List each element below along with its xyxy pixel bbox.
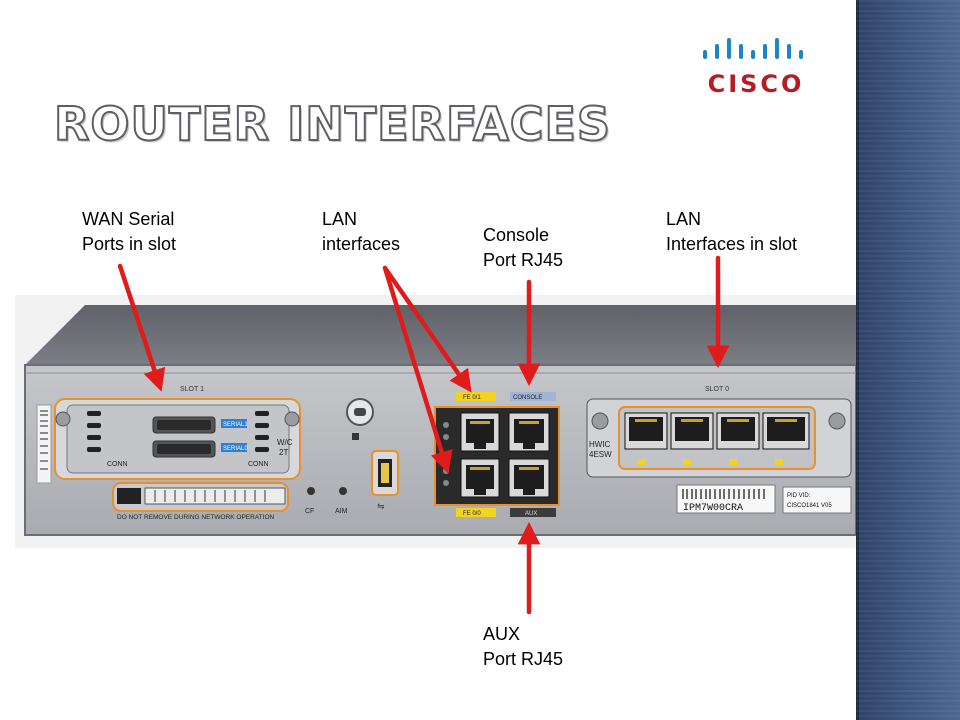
- aux-port-label: AUX: [525, 511, 537, 517]
- cisco-logo: CISCO: [700, 30, 820, 100]
- wan-serial-label: WAN Serial Ports in slot: [82, 209, 177, 254]
- serial0-port-label: SERIAL0: [223, 446, 248, 452]
- slide-title: ROUTER INTERFACES: [53, 96, 612, 152]
- conn-label-right: CONN: [248, 461, 269, 468]
- wic-label: W/C: [277, 438, 293, 447]
- lan-arrow-top: [382, 265, 472, 393]
- wic-label-2t: 2T: [279, 448, 288, 457]
- lan-slot-label: LAN Interfaces in slot: [666, 209, 798, 254]
- pid-label: PID VID:: [787, 493, 811, 499]
- fe00-label: FE 0/0: [463, 511, 481, 517]
- wan-arrow: [117, 263, 166, 392]
- lan-arrow-bottom: [382, 265, 453, 474]
- model-label: CISCO1841 V05: [787, 503, 832, 509]
- hwic-label-4esw: 4ESW: [589, 450, 612, 459]
- slot0-label: SLOT 0: [705, 386, 729, 393]
- conn-label-left: CONN: [107, 461, 128, 468]
- fe01-label: FE 0/1: [463, 395, 481, 401]
- serial1-port-label: SERIAL1: [223, 422, 248, 428]
- svg-text:⇋: ⇋: [377, 502, 385, 512]
- cisco-logo-text: CISCO: [707, 70, 805, 98]
- lan-interfaces-label: LAN interfaces: [322, 209, 401, 254]
- warning-label: DO NOT REMOVE DURING NETWORK OPERATION: [117, 514, 275, 521]
- console-port-callout: Console Port RJ45: [483, 225, 564, 270]
- serial-number-label: IPM7W00CRA: [683, 503, 743, 514]
- aim-label: AIM: [335, 508, 348, 515]
- console-port-label: CONSOLE: [513, 395, 542, 401]
- cisco-logo-bars-icon: [703, 38, 803, 59]
- sidebar-decoration: [856, 0, 960, 720]
- slot1-label: SLOT 1: [180, 386, 204, 393]
- aux-port-callout: AUX Port RJ45: [483, 624, 564, 669]
- cf-label: CF: [305, 508, 314, 515]
- hwic-label: HWIC: [589, 440, 611, 449]
